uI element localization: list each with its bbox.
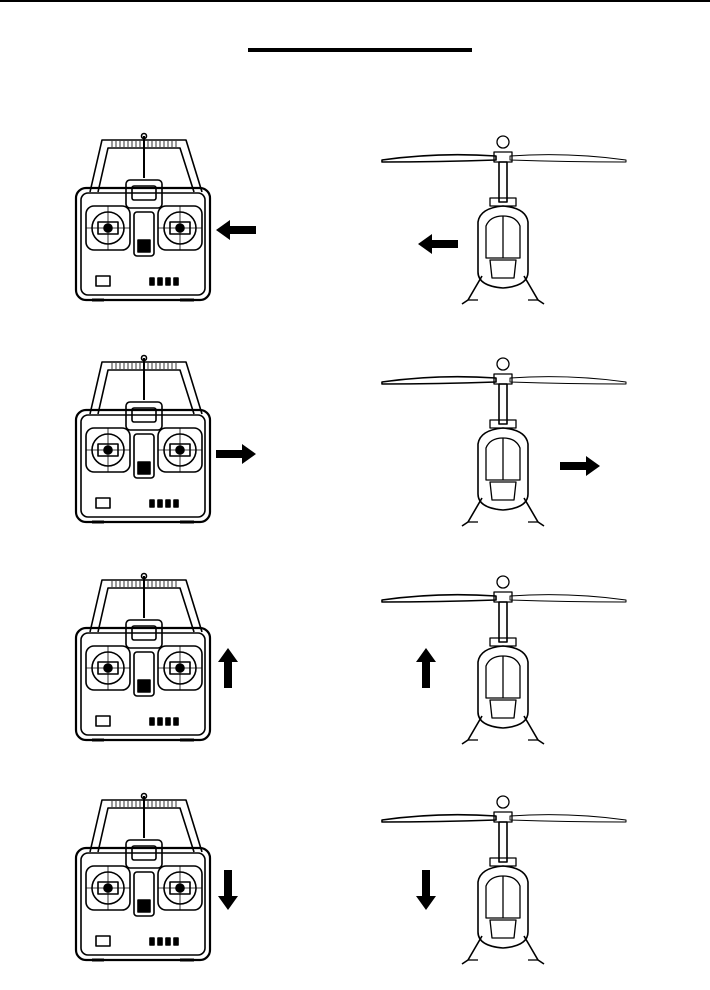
transmitter-icon	[68, 790, 218, 970]
arrow-right-icon	[560, 456, 600, 476]
helicopter-icon	[378, 352, 628, 532]
arrow-up-icon	[416, 648, 436, 688]
arrow-down-icon	[218, 870, 238, 910]
row-up	[0, 570, 710, 770]
heading-underline	[248, 48, 472, 52]
arrow-right-icon	[216, 444, 256, 464]
row-left	[0, 130, 710, 330]
transmitter-icon	[68, 130, 218, 310]
arrow-down-icon	[416, 870, 436, 910]
transmitter-icon	[68, 570, 218, 750]
row-down	[0, 790, 710, 990]
top-rule	[0, 0, 710, 2]
arrow-left-icon	[216, 220, 256, 240]
arrow-left-icon	[418, 234, 458, 254]
transmitter-icon	[68, 352, 218, 532]
arrow-up-icon	[218, 648, 238, 688]
row-right	[0, 352, 710, 552]
helicopter-icon	[378, 130, 628, 310]
